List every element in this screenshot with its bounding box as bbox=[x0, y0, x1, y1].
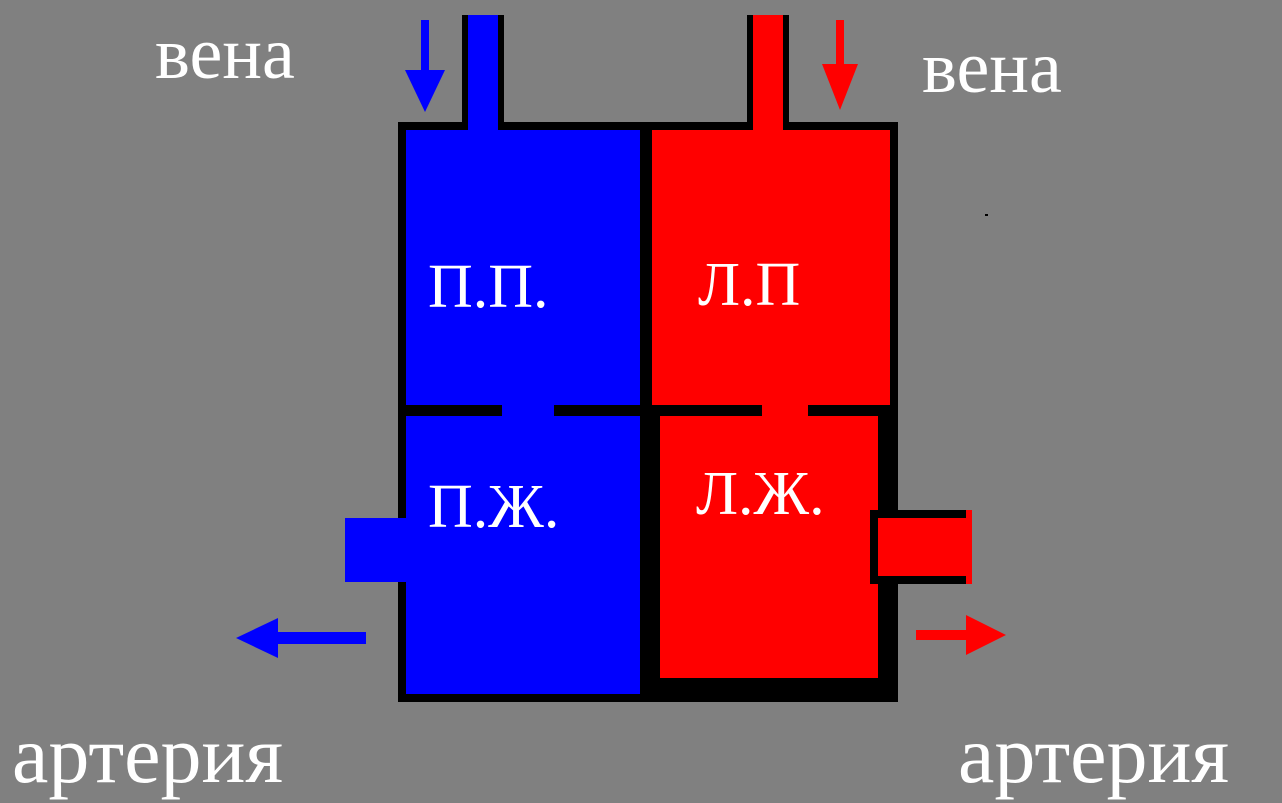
artery-right-label: артерия bbox=[958, 709, 1229, 800]
arrow-down-icon bbox=[405, 20, 445, 112]
tricuspid-valve-opening bbox=[502, 404, 554, 418]
mitral-valve-opening bbox=[762, 404, 808, 418]
vein-right-label: вена bbox=[922, 27, 1062, 109]
right-atrium-label: П.П. bbox=[428, 253, 549, 321]
right-ventricle bbox=[406, 416, 640, 694]
right-ventricle-label: П.Ж. bbox=[428, 473, 559, 541]
vein-left-label: вена bbox=[155, 13, 295, 95]
left-ventricle-outlet-pipe bbox=[878, 518, 972, 576]
right-atrium-inlet-lumen bbox=[468, 15, 498, 135]
left-ventricle bbox=[660, 416, 878, 678]
left-atrium bbox=[652, 130, 890, 405]
arrow-right-icon bbox=[916, 615, 1006, 655]
speck-mark bbox=[985, 214, 988, 216]
right-ventricle-outlet-pipe bbox=[345, 518, 415, 582]
left-atrium-label: Л.П bbox=[698, 251, 800, 319]
left-ventricle-label: Л.Ж. bbox=[696, 460, 825, 528]
arrow-down-icon bbox=[822, 20, 858, 110]
left-atrium-inlet-lumen bbox=[753, 15, 783, 135]
left-ventricle-outlet-cap bbox=[966, 510, 972, 584]
right-atrium bbox=[406, 130, 640, 405]
arrow-left-icon bbox=[236, 618, 366, 658]
artery-left-label: артерия bbox=[12, 709, 283, 800]
